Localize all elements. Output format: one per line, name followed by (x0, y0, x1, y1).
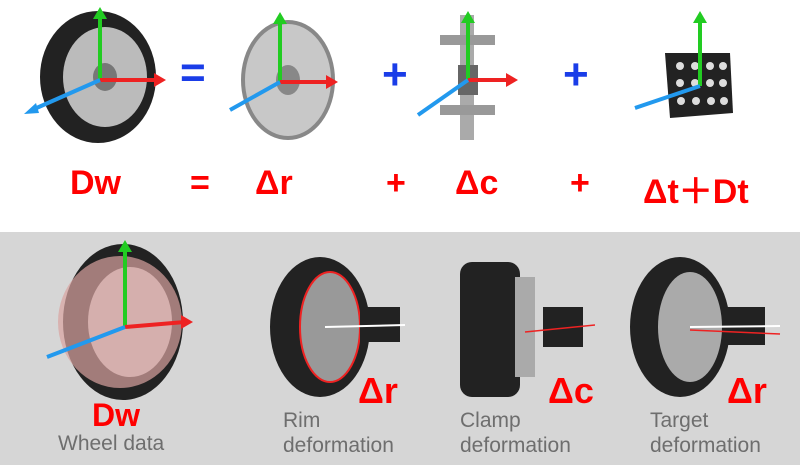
panel-clamp-label-2: deformation (460, 434, 571, 457)
panel-clamp-label-1: Clamp (460, 409, 521, 432)
panel-clamp-symbol: Δc (548, 370, 594, 411)
panel-wheel-data-label: Wheel data (58, 432, 165, 455)
equals-sign: = (180, 48, 206, 97)
eq-delta-t-dt: Δt＋Dt (643, 173, 749, 211)
panel-dw-symbol: Dw (92, 397, 140, 433)
panel-target-symbol: Δr (727, 370, 767, 411)
clamp-deformation-image (460, 262, 595, 397)
eq-delta-c: Δc (455, 164, 499, 202)
eq-delta-r: Δr (255, 164, 293, 202)
target-image (634, 11, 733, 118)
panel-rim-label-1: Rim (283, 409, 321, 432)
panel-rim-symbol: Δr (358, 370, 398, 411)
panel-rim-label-2: deformation (283, 434, 394, 457)
equation-panel: = + + Dw = Δr + Δc + Δt＋Dt (0, 0, 800, 232)
wheel-axes-image (24, 7, 166, 143)
target-deformation-image (630, 257, 781, 397)
wheel-data-image (46, 240, 193, 400)
panel-target-label-1: Target (650, 409, 709, 432)
eq-plus-1: + (386, 164, 406, 202)
plus-sign-2: + (563, 50, 589, 99)
rim-deformation-image (270, 257, 405, 397)
deformation-panel: Dw Wheel data Δr Rim deformation Δc Clam… (0, 232, 800, 465)
eq-dw: Dw (70, 164, 121, 202)
plus-sign-1: + (382, 50, 408, 99)
panel-target-label-2: deformation (650, 434, 761, 457)
eq-equals: = (190, 164, 210, 202)
eq-plus-2: + (570, 164, 590, 202)
clamp-image (416, 11, 518, 140)
rim-image (229, 12, 338, 140)
